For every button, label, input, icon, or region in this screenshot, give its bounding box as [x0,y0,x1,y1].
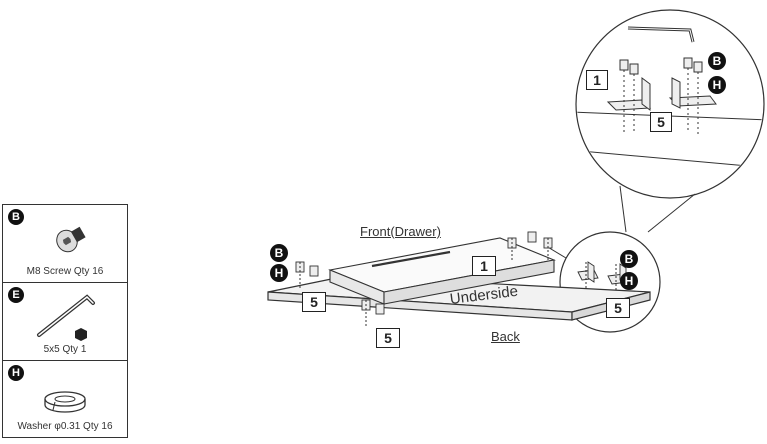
assembly-drawing: Front(Drawer) Underside Back 1 5 5 5 B H… [150,0,767,444]
allen-key-icon [37,294,95,341]
badge-h-callout: H [620,272,638,290]
part-label-screw: M8 Screw Qty 16 [26,266,104,277]
washer-icon [44,391,86,413]
part-label-allen-key: 5x5 Qty 1 [43,344,87,355]
bracket-number-box-center: 5 [376,328,400,348]
parts-list-panel: B M8 Screw Qty 16 E 5x5 Qty 1 H Washer φ… [2,204,128,438]
badge-b-callout: B [620,250,638,268]
bracket-number-box-left: 5 [302,292,326,312]
front-drawer-label: Front(Drawer) [360,224,441,239]
detail-zoom-circle [575,9,765,199]
zoom-badge-b: B [708,52,726,70]
zoom-badge-h: H [708,76,726,94]
zoom-drawer-number-box: 1 [586,70,608,90]
part-screw: B M8 Screw Qty 16 [3,205,127,283]
badge-b-main: B [270,244,288,262]
screw-guides [299,238,549,328]
part-badge-e: E [8,287,24,303]
bracket-number-box-right: 5 [606,298,630,318]
assembly-illustration [267,9,765,333]
zoom-bracket-number-box: 5 [650,112,672,132]
part-allen-key: E 5x5 Qty 1 [3,283,127,361]
drawer-unit [328,237,556,305]
part-washer: H Washer φ0.31 Qty 16 [3,361,127,437]
part-badge-b: B [8,209,24,225]
back-label: Back [491,329,520,344]
part-badge-h: H [8,365,24,381]
drawer-number-box: 1 [472,256,496,276]
badge-h-main: H [270,264,288,282]
screw-icon [56,226,86,253]
part-label-washer: Washer φ0.31 Qty 16 [17,421,113,432]
